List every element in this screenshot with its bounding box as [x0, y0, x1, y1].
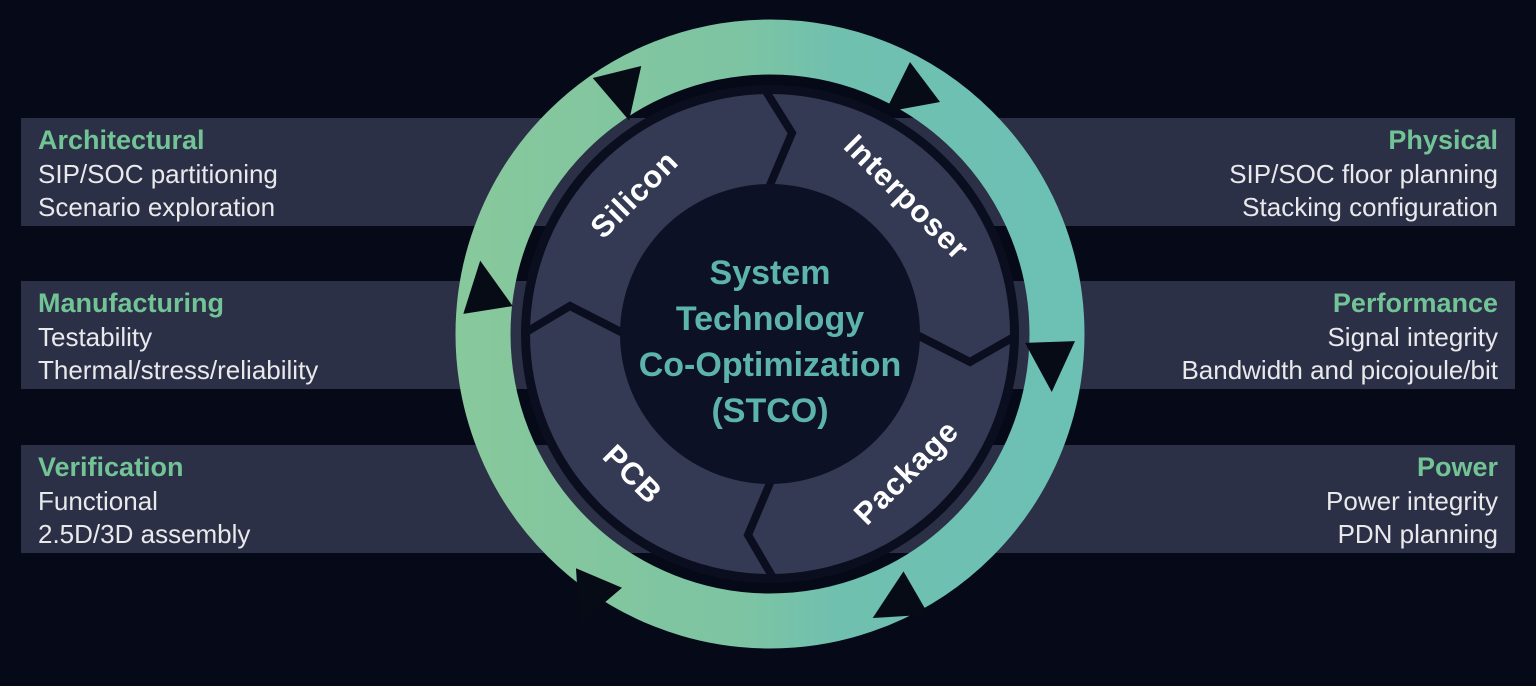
center-title-line-4: (STCO) — [711, 392, 828, 430]
band-item: Bandwidth and picojoule/bit — [1181, 355, 1498, 385]
band-item: Testability — [38, 322, 153, 352]
band-heading-architectural: Architectural — [38, 125, 205, 155]
center-title-line-1: System — [710, 254, 831, 292]
segment-divider-right — [915, 332, 1016, 367]
band-heading-power: Power — [1416, 452, 1498, 482]
band-item: SIP/SOC floor planning — [1229, 159, 1498, 189]
center-title-line-2: Technology — [676, 300, 864, 338]
band-item: Stacking configuration — [1242, 192, 1498, 222]
cycle-arrow-top-right-icon — [885, 62, 941, 113]
band-item: Functional — [38, 486, 158, 516]
segment-divider-left — [524, 301, 625, 336]
band-item: SIP/SOC partitioning — [38, 159, 278, 189]
band-item: 2.5D/3D assembly — [38, 519, 251, 549]
band-physical: Physical SIP/SOC floor planning Stacking… — [21, 118, 1515, 226]
band-heading-manufacturing: Manufacturing — [38, 288, 224, 318]
cycle-arrow-bottom-right-icon — [872, 571, 929, 618]
band-heading-performance: Performance — [1332, 288, 1498, 318]
band-performance: Performance Signal integrity Bandwidth a… — [21, 281, 1515, 389]
cycle-arrow-left-icon — [463, 260, 513, 314]
outer-cycle-ring — [455, 19, 1085, 649]
band-heading-physical: Physical — [1388, 125, 1498, 155]
band-item: Signal integrity — [1327, 322, 1498, 352]
band-item: Thermal/stress/reliability — [38, 355, 319, 385]
cycle-arrow-bottom-left-icon — [575, 568, 623, 625]
band-item: Scenario exploration — [38, 192, 276, 222]
band-item: PDN planning — [1337, 519, 1498, 549]
segment-divider-top — [763, 89, 797, 189]
segment-divider-bottom — [743, 479, 776, 580]
band-power: Power Power integrity PDN planning — [21, 445, 1515, 553]
band-heading-verification: Verification — [38, 452, 184, 482]
cycle-arrow-top-left-icon — [592, 65, 642, 121]
center-title-line-3: Co-Optimization — [639, 346, 902, 384]
center-circle — [620, 184, 920, 484]
band-item: Power integrity — [1326, 486, 1498, 516]
cycle-arrow-right-icon — [1025, 341, 1075, 392]
